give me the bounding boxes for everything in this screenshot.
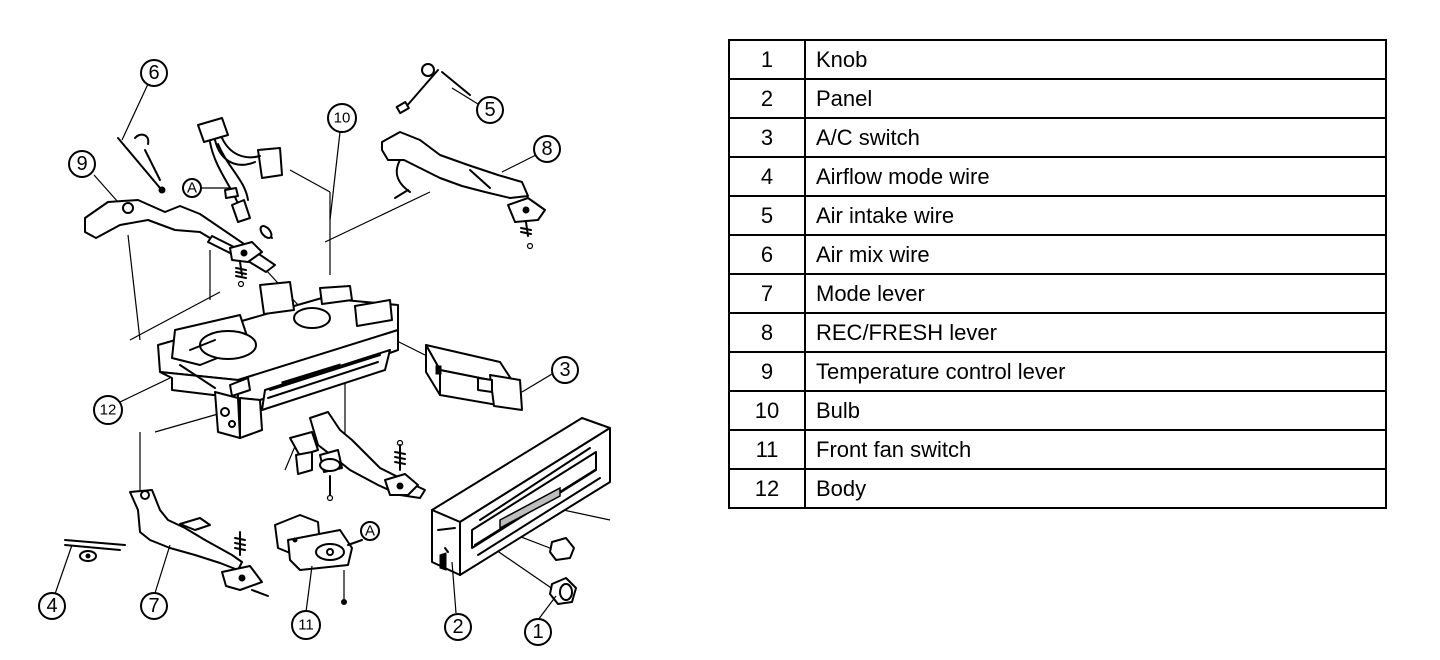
knobs (549, 537, 577, 605)
panel (431, 417, 611, 576)
callout-12: 12 (93, 395, 123, 425)
legend-part-name: Panel (804, 78, 1387, 119)
rec-fresh-lever (381, 131, 546, 250)
svg-text:1: 1 (532, 621, 543, 643)
legend-part-number: 9 (728, 351, 806, 392)
legend-part-number: 11 (728, 429, 806, 470)
callout-a-lower: A (360, 521, 380, 541)
callout-10: 10 (327, 103, 357, 133)
airflow-mode-wire (64, 539, 126, 562)
wire-harness (197, 117, 283, 239)
body-frame (157, 281, 399, 439)
air-intake-wire (395, 63, 471, 115)
callout-3: 3 (551, 356, 579, 384)
svg-text:6: 6 (148, 62, 159, 84)
mode-lever (129, 489, 269, 597)
legend-part-name: A/C switch (804, 117, 1387, 158)
legend-part-number: 7 (728, 273, 806, 314)
callout-7: 7 (140, 592, 168, 620)
leader-lines (54, 83, 557, 621)
ac-switch (425, 344, 523, 411)
exploded-diagram: 1 2 3 4 5 6 7 8 9 10 11 12 (0, 0, 700, 660)
legend-part-name: Temperature control lever (804, 351, 1387, 392)
legend-part-name: REC/FRESH lever (804, 312, 1387, 353)
svg-text:8: 8 (541, 138, 552, 160)
legend-part-name: Front fan switch (804, 429, 1387, 470)
callout-6: 6 (140, 59, 168, 87)
callout-5: 5 (476, 96, 504, 124)
svg-text:7: 7 (148, 595, 159, 617)
callout-9: 9 (68, 150, 96, 178)
legend-part-name: Airflow mode wire (804, 156, 1387, 197)
legend-part-number: 1 (728, 39, 806, 80)
callout-1: 1 (524, 618, 552, 646)
legend-part-name: Air mix wire (804, 234, 1387, 275)
callout-8: 8 (533, 135, 561, 163)
callout-11: 11 (291, 610, 321, 640)
legend-part-number: 12 (728, 468, 806, 509)
svg-text:12: 12 (100, 402, 117, 419)
front-fan-switch (274, 514, 363, 605)
callout-a-upper: A (182, 178, 202, 198)
center-lever-assembly (289, 411, 426, 502)
legend-part-name: Knob (804, 39, 1387, 80)
legend-part-number: 8 (728, 312, 806, 353)
svg-text:4: 4 (46, 595, 57, 617)
svg-text:10: 10 (334, 110, 351, 127)
svg-text:A: A (187, 180, 197, 197)
legend-part-number: 4 (728, 156, 806, 197)
temperature-control-lever (84, 199, 276, 288)
legend-part-number: 6 (728, 234, 806, 275)
svg-text:2: 2 (452, 616, 463, 638)
air-mix-wire (117, 133, 166, 194)
legend-part-number: 10 (728, 390, 806, 431)
legend-part-name: Body (804, 468, 1387, 509)
svg-text:9: 9 (76, 153, 87, 175)
legend-part-name: Mode lever (804, 273, 1387, 314)
legend-part-name: Air intake wire (804, 195, 1387, 236)
svg-text:11: 11 (298, 617, 314, 634)
svg-text:3: 3 (559, 359, 570, 381)
callout-4: 4 (38, 592, 66, 620)
svg-text:5: 5 (484, 99, 495, 121)
legend-part-number: 2 (728, 78, 806, 119)
callout-2: 2 (444, 613, 472, 641)
legend-part-name: Bulb (804, 390, 1387, 431)
legend-part-number: 3 (728, 117, 806, 158)
legend-part-number: 5 (728, 195, 806, 236)
svg-text:A: A (365, 523, 375, 540)
